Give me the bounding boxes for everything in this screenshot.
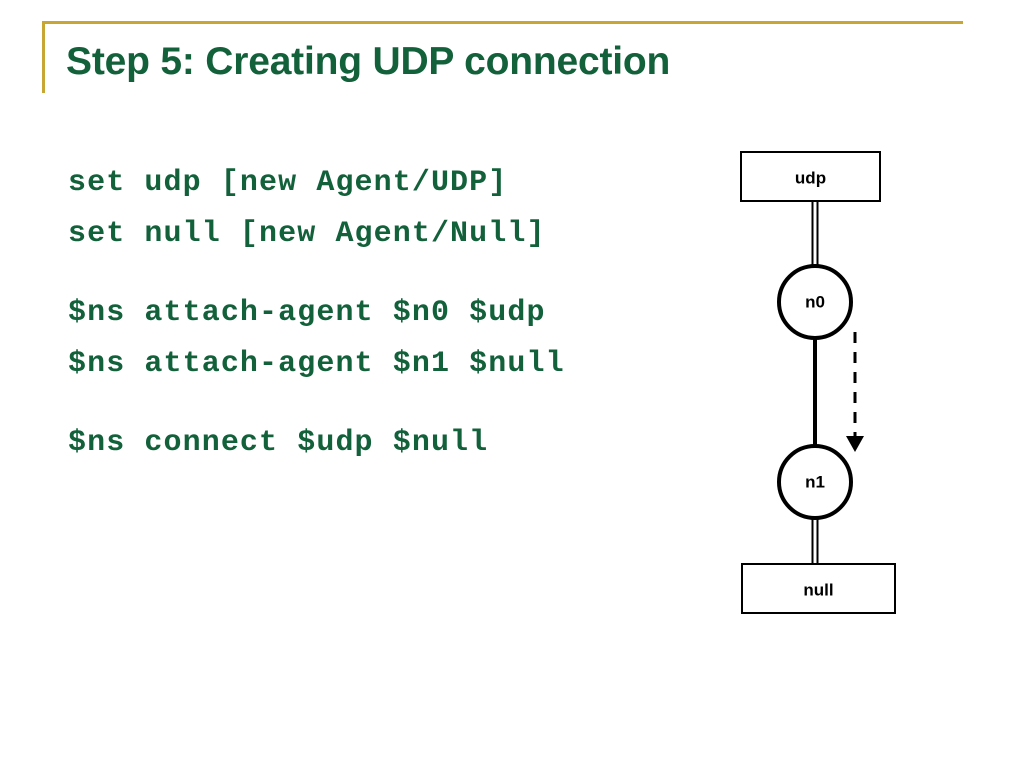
node-n1: n1 <box>777 444 853 520</box>
code-listing: set udp [new Agent/UDP] set null [new Ag… <box>68 158 728 469</box>
agent-box-null: null <box>741 563 896 614</box>
connector-n1-to-null <box>811 517 819 564</box>
node-n0-label: n0 <box>805 292 825 311</box>
code-line: $ns connect $udp $null <box>68 426 489 460</box>
connector-udp-to-n0 <box>811 200 819 269</box>
node-n1-label: n1 <box>805 472 825 491</box>
agent-box-udp: udp <box>740 151 881 202</box>
title-top-rule <box>42 21 963 24</box>
page-title: Step 5: Creating UDP connection <box>66 40 671 83</box>
title-left-rule <box>42 21 45 93</box>
network-topology-diagram: udp n0 n1 null <box>700 130 1000 650</box>
code-line: $ns attach-agent $n1 $null <box>68 347 565 381</box>
code-line: set udp [new Agent/UDP] <box>68 166 508 200</box>
code-line: $ns attach-agent $n0 $udp <box>68 296 546 330</box>
code-line-blank <box>68 390 728 418</box>
packet-flow-arrow <box>846 332 864 452</box>
agent-box-udp-label: udp <box>795 168 826 187</box>
agent-box-null-label: null <box>803 580 833 599</box>
code-line: set null [new Agent/Null] <box>68 217 546 251</box>
code-line-blank <box>68 260 728 288</box>
node-n0: n0 <box>777 264 853 340</box>
